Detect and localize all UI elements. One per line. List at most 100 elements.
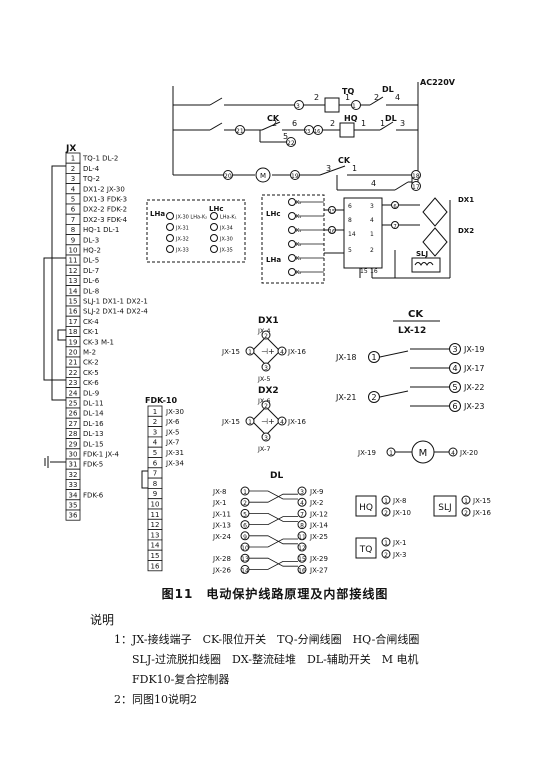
- dl-left-terminal: 2: [243, 500, 247, 507]
- node-3: 3: [296, 103, 300, 110]
- lh-left-label: JX-31: [175, 226, 189, 232]
- jx-title: JX: [65, 144, 76, 154]
- bridge-pin-4: 4: [280, 419, 284, 426]
- dl-right-terminal: 7: [300, 511, 304, 518]
- dl-right-jx: JX-2: [309, 499, 324, 507]
- jx-jumpers: [43, 165, 66, 468]
- motor-pin-1: 1: [389, 450, 393, 457]
- lh-right-terminal: [210, 212, 218, 220]
- dl2-pin-1: 1: [380, 119, 385, 128]
- ck-model: LX-12: [398, 326, 426, 336]
- bridge-left-label: JX-15: [221, 348, 240, 356]
- fdk-terminal-number: 7: [153, 470, 157, 478]
- bridge-pin-1: 1: [248, 349, 252, 356]
- dl-contact-line: [249, 557, 298, 567]
- dl-right-terminal: 8: [300, 523, 304, 530]
- jx-terminal-connection: CK-6: [83, 379, 99, 387]
- dl-left-terminal: 5: [243, 511, 247, 518]
- jx-terminal-number: 21: [69, 359, 78, 367]
- lh-rows: JX-30 LHa-K₂JX-31JX-32JX-33LHa-K₁JX-34JX…: [166, 212, 237, 254]
- bridge-pin-4-circle: [277, 346, 287, 356]
- jx-terminal-number: 7: [71, 216, 75, 224]
- jx-terminal-number: 15: [69, 298, 78, 306]
- coil-pin-1-circle: [381, 537, 391, 547]
- lh-right-terminal: [210, 245, 218, 253]
- hq-pin-1: 1: [361, 119, 366, 128]
- ck-pin-2: 2: [272, 119, 277, 128]
- ck-left-terminal: 1: [371, 352, 376, 362]
- bridge-pin-4: 4: [280, 349, 284, 356]
- dl-contact-line: [249, 538, 298, 548]
- coil-pin-1: 1: [464, 498, 468, 505]
- motor-label: M: [260, 172, 266, 180]
- bridge-bottom-label: JX-7: [257, 445, 271, 453]
- bridge-title: DX2: [258, 386, 279, 396]
- lh-right-label: JX-30: [219, 237, 233, 243]
- jx-terminal-connection: CK-3 M-1: [83, 338, 114, 346]
- fdk-terminal-number: 13: [151, 531, 160, 539]
- relay-node-7: 7: [393, 224, 396, 230]
- dl-right-jx: JX-12: [309, 510, 328, 518]
- relay-k-label: K₂: [296, 200, 301, 206]
- ck-left-terminal-circle: [368, 391, 380, 403]
- jx-terminal-number: 2: [71, 165, 75, 173]
- dl-right-terminal-circle: [297, 542, 307, 552]
- fdk-terminal-number: 1: [153, 408, 157, 416]
- lh-left-terminal: [166, 245, 174, 253]
- jx-terminal-number: 5: [71, 196, 75, 204]
- jx-terminal-connection: DL-15: [83, 440, 104, 448]
- lh-block: LHa LHc JX-30 LHa-K₂JX-31JX-32JX-33LHa-K…: [146, 199, 246, 263]
- ck-right-jx: JX-17: [463, 364, 485, 373]
- relay-node-15: 15: [329, 209, 336, 215]
- bridge-pin-1: 1: [248, 419, 252, 426]
- jx-terminal-connection: DL-4: [83, 165, 100, 173]
- relay-pin-number: 6: [348, 203, 352, 210]
- coil-pin-2-circle: [381, 549, 391, 559]
- ck-right-terminal: 5: [452, 382, 457, 392]
- relay-pin-number: 2: [370, 247, 374, 254]
- relay-block: [261, 194, 451, 284]
- jx-terminal-connection: FDK-5: [83, 461, 103, 469]
- bridge-diode-symbol: ⊣+: [261, 417, 275, 426]
- jx-terminal-connection: DX1-3 FDK-3: [83, 196, 127, 204]
- jx-terminal-number: 23: [69, 379, 78, 387]
- jx-terminal-number: 33: [69, 481, 78, 489]
- coil-box: [355, 537, 377, 559]
- jx-terminal-connection: HQ-1 DL-1: [83, 226, 119, 234]
- ck2-pin-3: 3: [326, 164, 331, 173]
- relay-node-15-circle: [328, 206, 336, 214]
- motor-left-jx: JX-19: [357, 449, 376, 457]
- jx-terminal-number: 8: [71, 226, 75, 234]
- fdk-terminal-connection: JX-6: [165, 418, 180, 426]
- ck2-pin-1: 1: [352, 164, 357, 173]
- ck-right-terminal: 4: [452, 363, 457, 373]
- ck-contact-label: CK: [267, 114, 280, 123]
- lh-left-terminal: [166, 223, 174, 231]
- relay-node-7-circle: [391, 221, 399, 229]
- fdk-terminal-number: 4: [153, 439, 158, 447]
- relay-node-16: 16: [329, 229, 336, 235]
- relay-lhc-label: LHc: [266, 210, 280, 218]
- motor-right-jx: JX-20: [459, 449, 478, 457]
- coil-pin-1-circle: [461, 495, 471, 505]
- coil-label: TQ: [359, 545, 373, 555]
- lh-right-terminal: [210, 223, 218, 231]
- relay-lha-label: LHa: [266, 256, 281, 264]
- dl-left-jx: JX-1: [212, 499, 227, 507]
- jx-terminal-number: 3: [71, 175, 75, 183]
- coil-pin-1: 1: [384, 540, 388, 547]
- jx-terminal-connection: TQ-1 DL-2: [82, 155, 118, 163]
- jx-terminal-connection: DL-9: [83, 389, 99, 397]
- bridge-pin-1-circle: [245, 416, 255, 426]
- dl-right-terminal-circle: [297, 564, 307, 574]
- fdk-terminal-connection: JX-34: [165, 459, 184, 467]
- dl-contact-line: [249, 535, 298, 545]
- node-16: 16: [314, 129, 320, 135]
- bridge-top-label: JX-6: [257, 397, 271, 405]
- relay-k-label: K₁: [296, 214, 301, 220]
